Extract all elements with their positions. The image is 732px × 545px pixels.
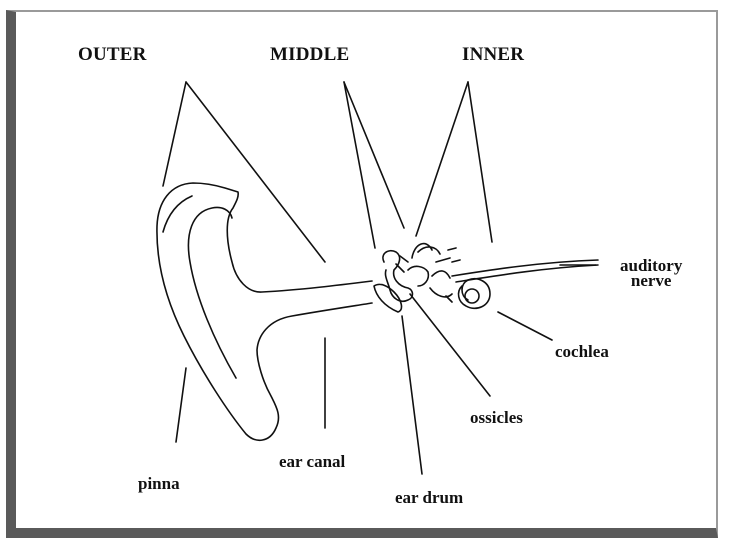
inner-pointer-left [416, 82, 468, 236]
label-middle: MIDDLE [270, 44, 349, 66]
label-ear-drum: ear drum [395, 488, 463, 508]
auditory-nerve-fiber-2 [456, 265, 598, 282]
label-pinna: pinna [138, 474, 180, 494]
label-auditory-nerve-line-2: nerve [620, 273, 682, 288]
pinna-outline [157, 183, 372, 440]
cochlea-center [465, 289, 479, 303]
auditory-nerve-fiber [452, 260, 598, 276]
semicircular-canals [412, 244, 452, 297]
label-inner: INNER [462, 44, 524, 66]
middle-pointer-right [344, 82, 404, 228]
outer-pointer-left [163, 82, 186, 186]
pinna-inner-fold [188, 207, 236, 378]
inner-pointer-right [468, 82, 492, 242]
outer-pointer-right [186, 82, 325, 262]
cochlea-pointer [498, 312, 552, 340]
label-ear-canal: ear canal [279, 452, 345, 472]
ossicles-stapes [408, 266, 428, 286]
pinna-helix-edge [163, 196, 192, 232]
label-ossicles: ossicles [470, 408, 523, 428]
label-outer: OUTER [78, 44, 147, 66]
cochlea-spiral [459, 279, 490, 309]
pinna-pointer [176, 368, 186, 442]
label-cochlea: cochlea [555, 342, 609, 362]
middle-pointer-left [344, 82, 375, 248]
label-auditory-nerve: auditory nerve [620, 258, 682, 288]
ossicles-shape [383, 251, 413, 302]
ear-drum-shape [374, 284, 401, 312]
ossicles-pointer [410, 294, 490, 396]
ear-drum-pointer [402, 316, 422, 474]
